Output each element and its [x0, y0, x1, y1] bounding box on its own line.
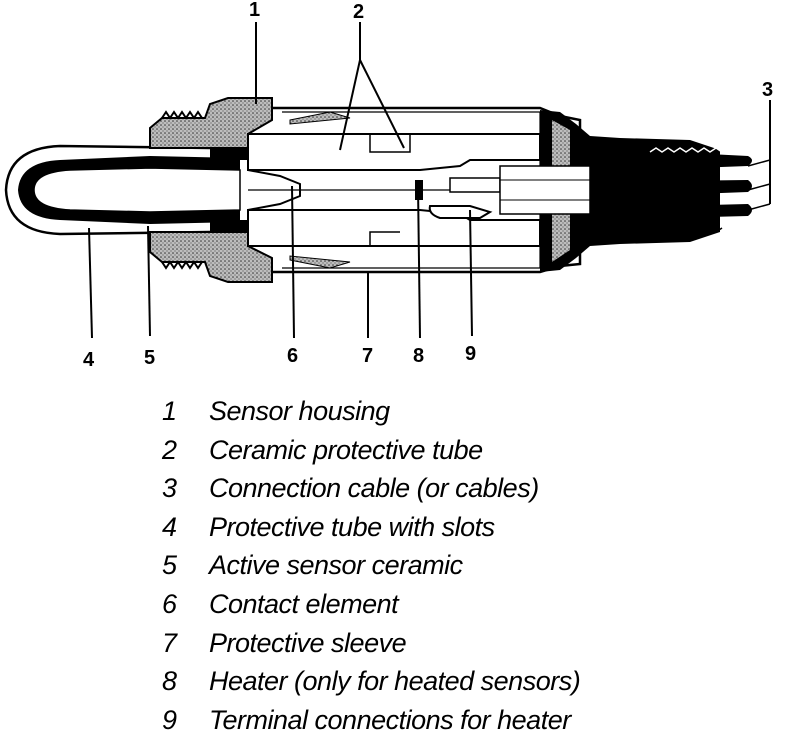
legend-label: Ceramic protective tube [209, 434, 483, 465]
legend-item: 3 Connection cable (or cables) [158, 469, 718, 508]
legend-item: 1 Sensor housing [158, 392, 718, 431]
callout-7: 7 [362, 345, 373, 367]
callout-3: 3 [762, 79, 773, 101]
legend-item: 6 Contact element [158, 585, 718, 624]
callout-9: 9 [465, 343, 476, 365]
legend-label: Protective sleeve [209, 627, 407, 658]
legend-item: 2 Ceramic protective tube [158, 431, 718, 470]
callout-1: 1 [249, 0, 260, 21]
legend-number: 2 [162, 434, 177, 465]
legend-label: Heater (only for heated sensors) [209, 666, 581, 697]
legend-number: 8 [162, 666, 177, 697]
legend-number: 7 [162, 627, 177, 658]
legend-label: Terminal connections for heater [209, 704, 571, 735]
legend-number: 1 [162, 396, 177, 426]
callout-6: 6 [287, 345, 298, 367]
heater-terminal-connections [428, 205, 493, 219]
legend-number: 9 [162, 704, 177, 735]
legend-number: 4 [162, 511, 177, 542]
legend-item: 4 Protective tube with slots [158, 508, 718, 547]
callout-5: 5 [144, 347, 155, 369]
active-sensor-ceramic [18, 156, 240, 224]
legend-number: 5 [162, 550, 177, 581]
oxygen-sensor-cross-section: 1 2 3 4 5 6 7 8 9 [4, 0, 773, 371]
legend-label: Connection cable (or cables) [209, 473, 539, 504]
legend-label: Protective tube with slots [209, 511, 495, 542]
legend-number: 3 [162, 473, 177, 504]
connection-cables [590, 147, 771, 233]
legend-label: Sensor housing [209, 396, 390, 426]
callout-2: 2 [353, 1, 364, 23]
legend-label: Active sensor ceramic [209, 550, 463, 581]
legend-item: 9 Terminal connections for heater [158, 701, 718, 739]
parts-legend: 1 Sensor housing 2 Ceramic protective tube… [158, 392, 718, 739]
legend-item: 7 Protective sleeve [158, 624, 718, 663]
legend-item: 8 Heater (only for heated sensors) [158, 662, 718, 701]
leader-lines [88, 22, 771, 339]
callout-4: 4 [83, 349, 95, 371]
callout-8: 8 [413, 345, 424, 367]
legend-label: Contact element [209, 588, 399, 619]
legend-number: 6 [162, 588, 177, 619]
legend-item: 5 Active sensor ceramic [158, 546, 718, 585]
